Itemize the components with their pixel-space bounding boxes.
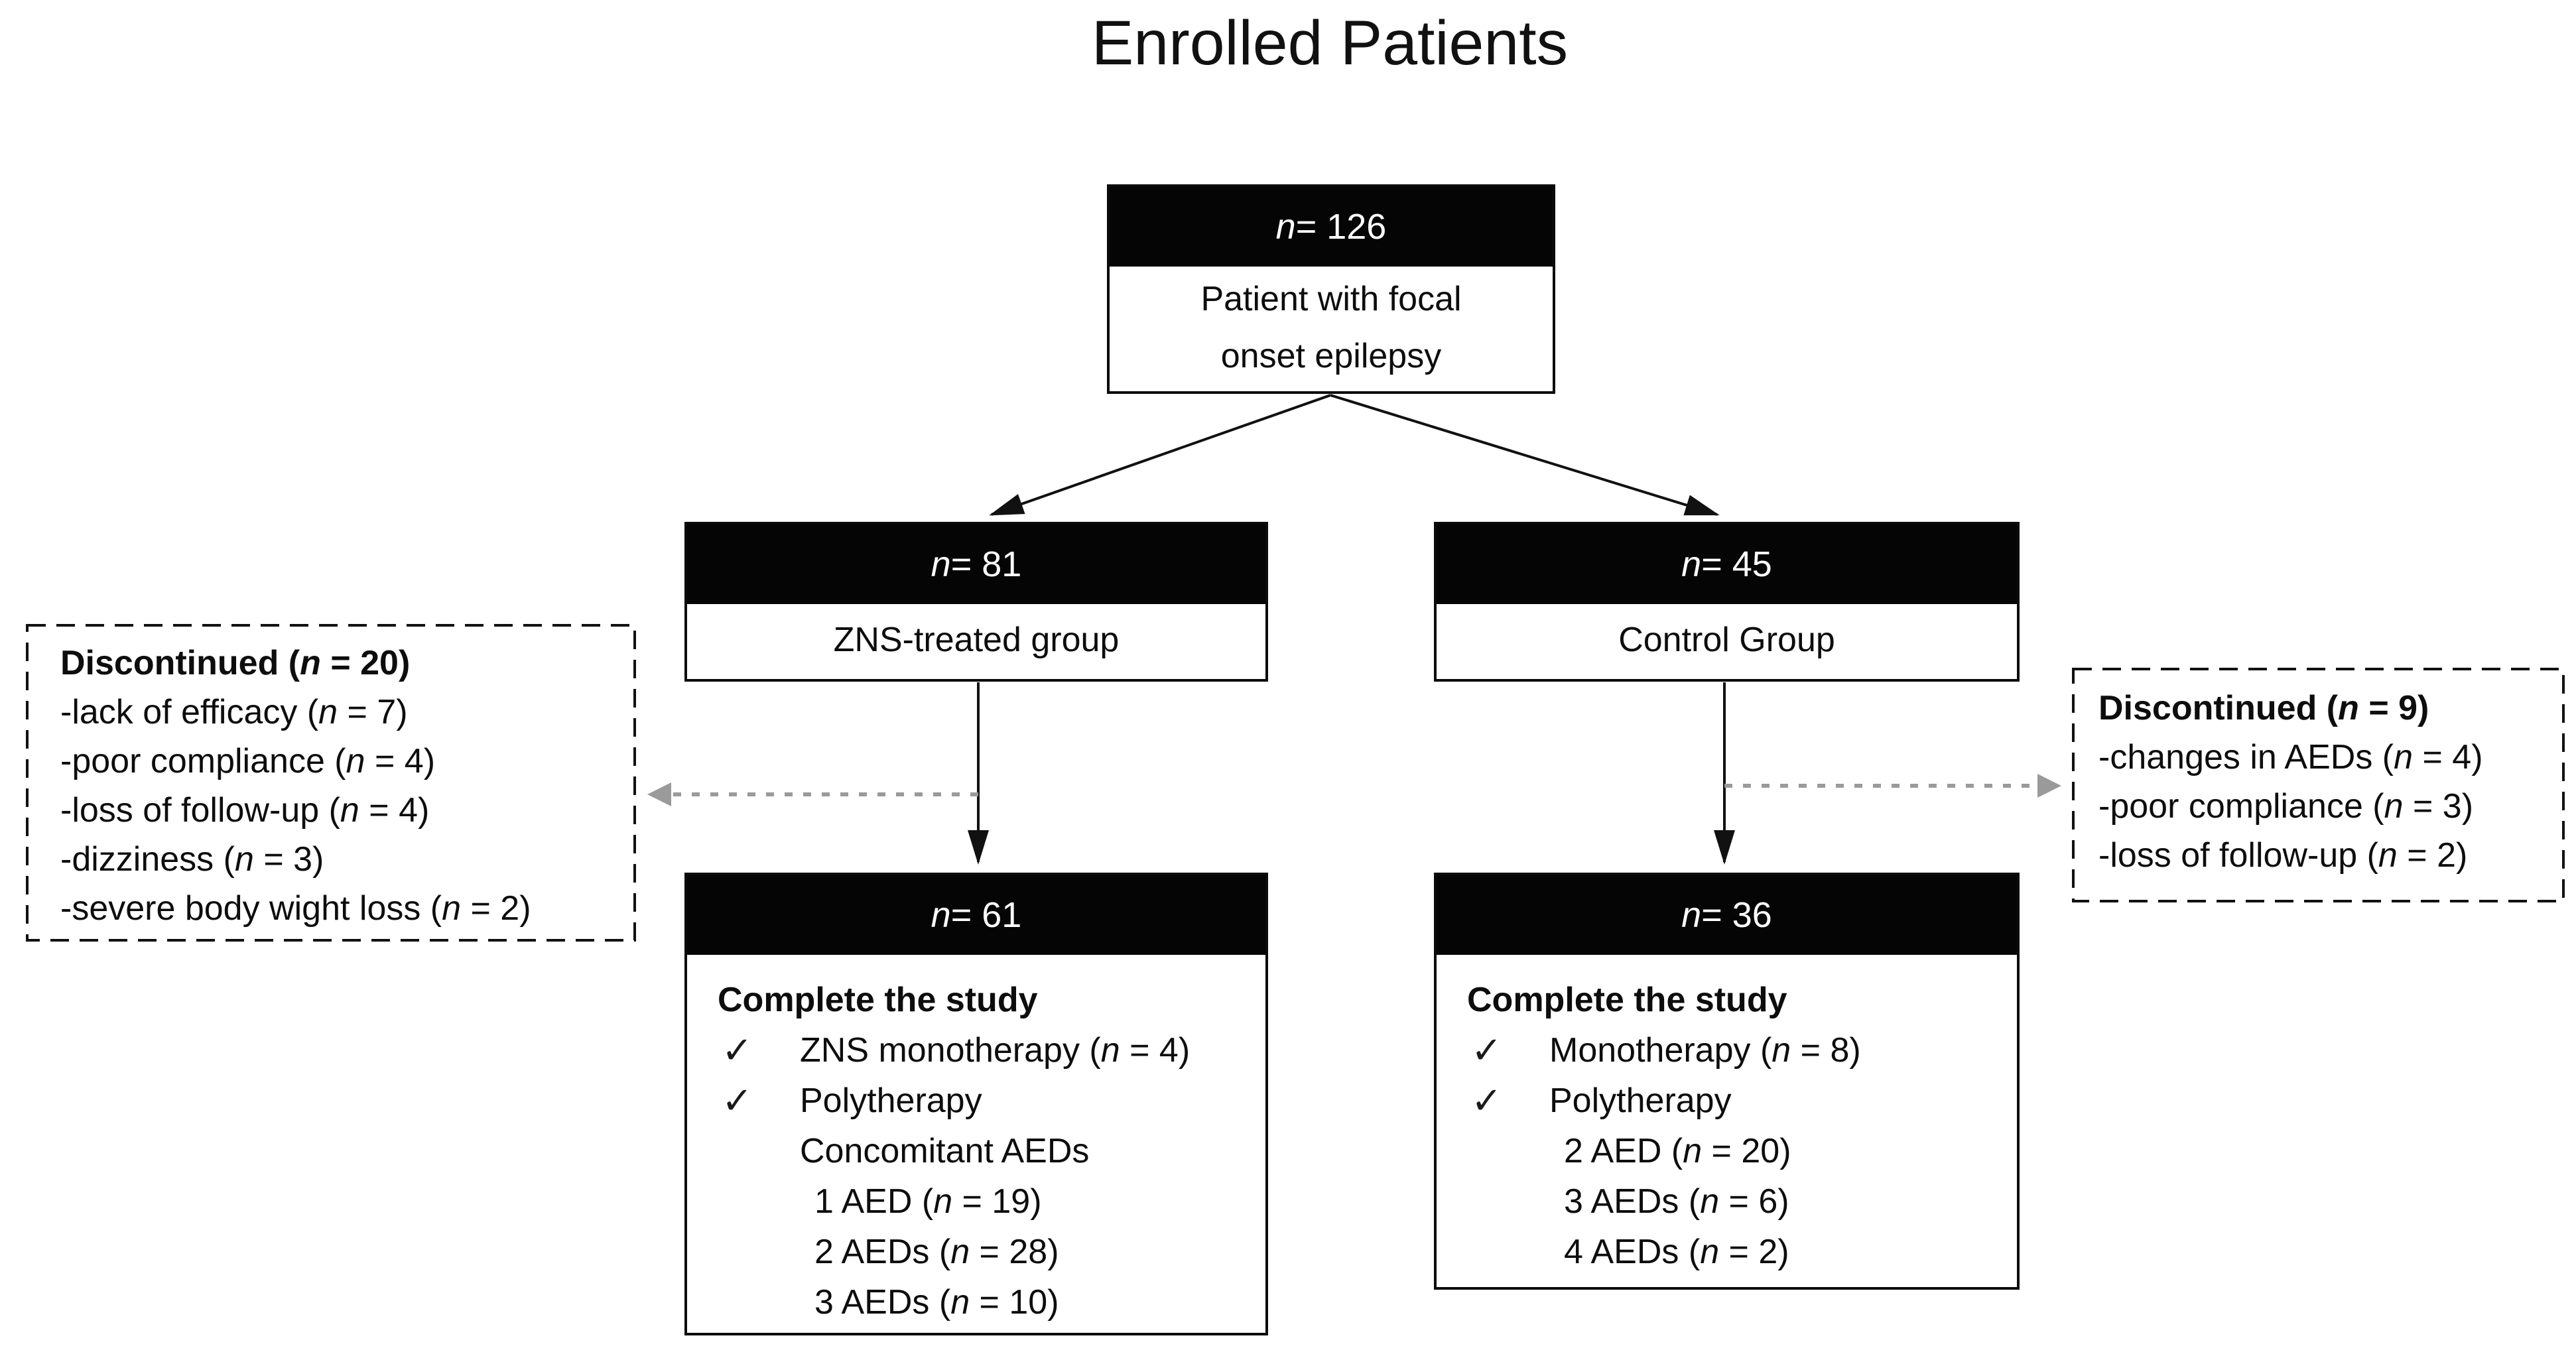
control-complete-sub-item: 3 AEDs (n = 6) [1564,1182,1789,1221]
control-discontinued-item: -poor compliance (n = 3) [2098,787,2474,826]
zns-discontinued-item: -poor compliance (n = 4) [60,742,436,780]
control-complete-sub-item: 4 AEDs (n = 2) [1564,1233,1789,1271]
control-count: n = 45 [1437,525,2017,604]
control-complete-heading: Complete the study [1467,981,1787,1019]
zns-complete-box: n = 61 Complete the study ✓ ZNS monother… [684,873,1268,1335]
zns-discontinued-item: -lack of efficacy (n = 7) [60,693,408,731]
zns-complete-sub-item: 1 AED (n = 19) [814,1182,1042,1221]
diagram-title: Enrolled Patients [1091,8,1569,78]
zns-discontinued-border [26,624,636,942]
zns-label: ZNS-treated group [833,621,1120,659]
zns-complete-checked-item: Polytherapy [800,1081,982,1120]
zns-discontinued-heading: Discontinued (n = 20) [60,644,411,682]
check-icon: ✓ [1471,1029,1502,1071]
control-discontinued-border [2072,668,2565,902]
control-complete-sub-item: 2 AED (n = 20) [1564,1132,1791,1170]
zns-complete-checked-item: ZNS monotherapy (n = 4) [800,1031,1191,1070]
check-icon: ✓ [1471,1080,1502,1121]
zns-discontinued-box: Discontinued (n = 20) -lack of efficacy … [26,624,636,942]
enrolled-box: n = 126 Patient with focal onset epileps… [1107,184,1555,394]
zns-complete-sub-item: 3 AEDs (n = 10) [814,1283,1059,1322]
control-complete-count: n = 36 [1437,875,2017,955]
control-discontinued-item: -loss of follow-up (n = 2) [2098,836,2468,875]
control-discontinued-item: -changes in AEDs (n = 4) [2098,738,2483,776]
control-label: Control Group [1618,621,1835,659]
zns-group-box: n = 81 ZNS-treated group [684,522,1268,682]
control-group-box: n = 45 Control Group [1434,522,2020,682]
enrolled-label-line1: Patient with focal [1200,280,1462,318]
arrow-enrolled-to-zns [989,394,1331,516]
check-icon: ✓ [722,1029,753,1071]
enrolled-label-line2: onset epilepsy [1220,337,1442,375]
control-complete-checked-item: Monotherapy (n = 8) [1549,1031,1861,1070]
zns-count: n = 81 [687,525,1265,604]
control-complete-box: n = 36 Complete the study ✓ Monotherapy … [1434,873,2020,1290]
zns-complete-count: n = 61 [687,875,1265,955]
control-discontinued-heading: Discontinued (n = 9) [2098,689,2429,727]
zns-complete-heading: Complete the study [718,981,1038,1019]
arrow-enrolled-to-control [1330,394,1720,516]
zns-complete-sub-label: Concomitant AEDs [800,1132,1090,1170]
zns-discontinued-item: -dizziness (n = 3) [60,840,324,879]
control-complete-checked-item: Polytherapy [1549,1081,1732,1120]
zns-discontinued-item: -severe body wight loss (n = 2) [60,889,531,928]
zns-complete-sub-item: 2 AEDs (n = 28) [814,1233,1059,1271]
enrolled-count: n = 126 [1110,187,1553,267]
control-discontinued-box: Discontinued (n = 9) -changes in AEDs (n… [2072,668,2565,902]
zns-discontinued-item: -loss of follow-up (n = 4) [60,791,430,830]
check-icon: ✓ [722,1080,753,1121]
